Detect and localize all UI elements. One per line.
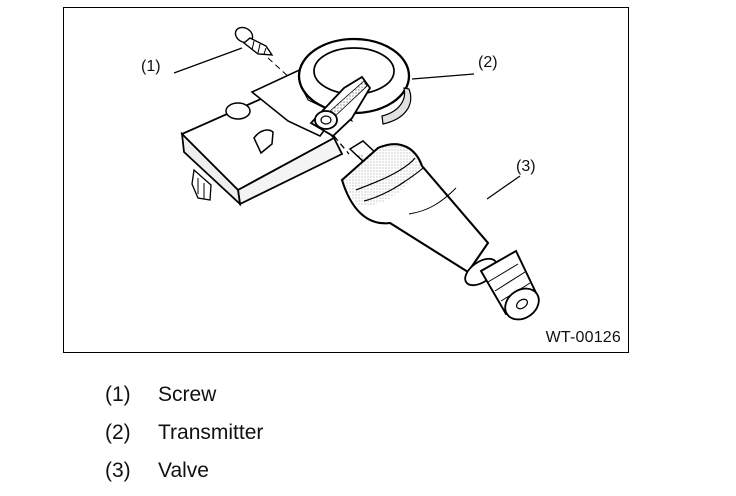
legend-label: Valve — [158, 459, 209, 482]
diagram-figure: (1) (2) (3) WT-00126 — [63, 7, 629, 353]
callout-3-leader — [486, 175, 521, 200]
legend-number: (3) — [105, 459, 131, 482]
tpms-exploded-illustration — [173, 26, 540, 321]
callout-3: (3) — [516, 158, 536, 175]
callout-1: (1) — [141, 58, 161, 75]
callout-2-leader — [411, 73, 475, 80]
callout-2: (2) — [478, 54, 498, 71]
screw-illustration — [234, 26, 315, 101]
legend-label: Screw — [158, 383, 217, 406]
callout-1-leader — [173, 47, 243, 74]
figure-code: WT-00126 — [545, 329, 621, 346]
valve-illustration — [340, 140, 540, 321]
transmitter-illustration — [180, 37, 412, 207]
legend-label: Transmitter — [158, 421, 264, 444]
legend-number: (2) — [105, 421, 131, 444]
legend-number: (1) — [105, 383, 131, 406]
